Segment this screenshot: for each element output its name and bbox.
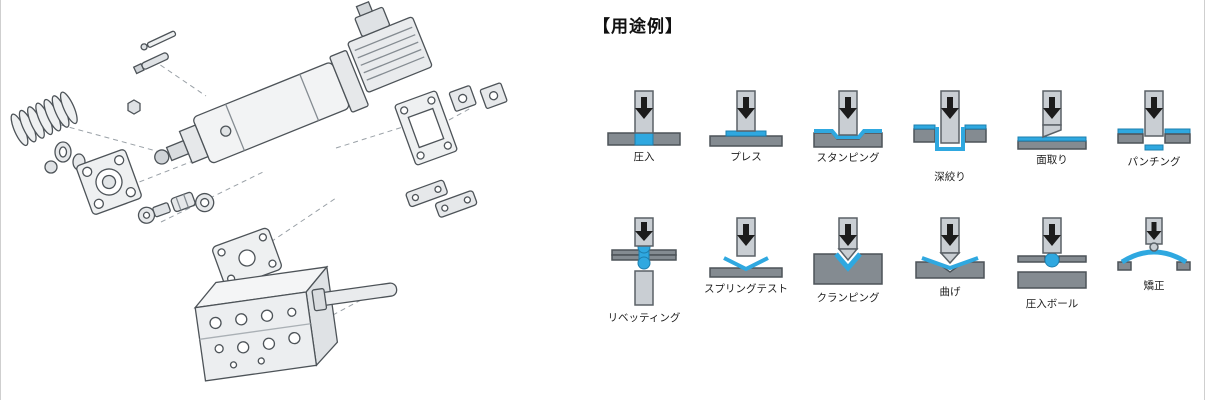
application-item-riveting: リベッティング [593,216,695,325]
guide-rod [311,282,398,312]
application-label: 深絞り [934,171,966,183]
chamfering-icon [1017,90,1087,150]
applications-row-1: 圧入 プレス スタンピング [593,89,1204,184]
stamping-icon [813,90,883,148]
mounting-flange [76,149,142,215]
application-label: 曲げ [939,286,961,298]
application-label: リベッティング [607,312,681,324]
application-label: 面取り [1036,154,1068,166]
manifold-block [193,265,339,382]
application-item-straightening: 矯正 [1103,216,1204,293]
application-label: 圧入ボール [1025,298,1079,310]
clamp-plates [405,179,478,218]
application-label: パンチング [1127,156,1181,168]
spring-test-icon [709,217,783,278]
exploded-view-drawing [10,0,508,382]
clamping-icon [813,217,883,285]
foot-bracket [394,90,458,166]
rod-end-fittings [137,191,215,224]
applications-row-2: リベッティング スプリングテスト クラ [593,216,1204,325]
press-icon [709,90,783,147]
application-label: クランピング [816,292,880,304]
punching-icon [1117,90,1191,151]
spacer-blocks [448,82,508,112]
cylinder-body [154,50,369,165]
application-item-stamping: スタンピング [797,89,899,165]
application-item-spring-test: スプリングテスト [695,216,797,296]
application-item-ball-press-fit: 圧入ボール [1001,216,1103,311]
application-label: 矯正 [1143,280,1165,292]
application-item-punching: パンチング [1103,89,1204,169]
coil-spring [10,91,78,147]
application-item-deep-drawing: 深絞り [899,89,1001,184]
application-label: スタンピング [816,152,880,164]
ball-press-fit-icon [1017,217,1087,289]
application-item-chamfering: 面取り [1001,89,1103,167]
application-label: 圧入 [633,151,655,163]
connector-pins [132,30,177,75]
deep-drawing-icon [913,90,987,151]
application-examples-section: 【用途例】 圧入 プレス [593,12,1204,325]
application-item-press-fit: 圧入 [593,89,695,164]
section-title: 【用途例】 [593,17,683,36]
application-item-bending: 曲げ [899,216,1001,299]
application-item-clamping: クランピング [797,216,899,305]
application-label: プレス [730,151,762,163]
riveting-icon [611,217,677,306]
press-fit-icon [607,90,681,146]
bending-icon [915,217,985,279]
application-label: スプリングテスト [704,283,788,295]
motor-unit [347,0,433,93]
hex-nut [127,99,141,115]
straightening-icon [1117,217,1191,271]
exploded-view [1,0,586,400]
application-item-press: プレス [695,89,797,164]
